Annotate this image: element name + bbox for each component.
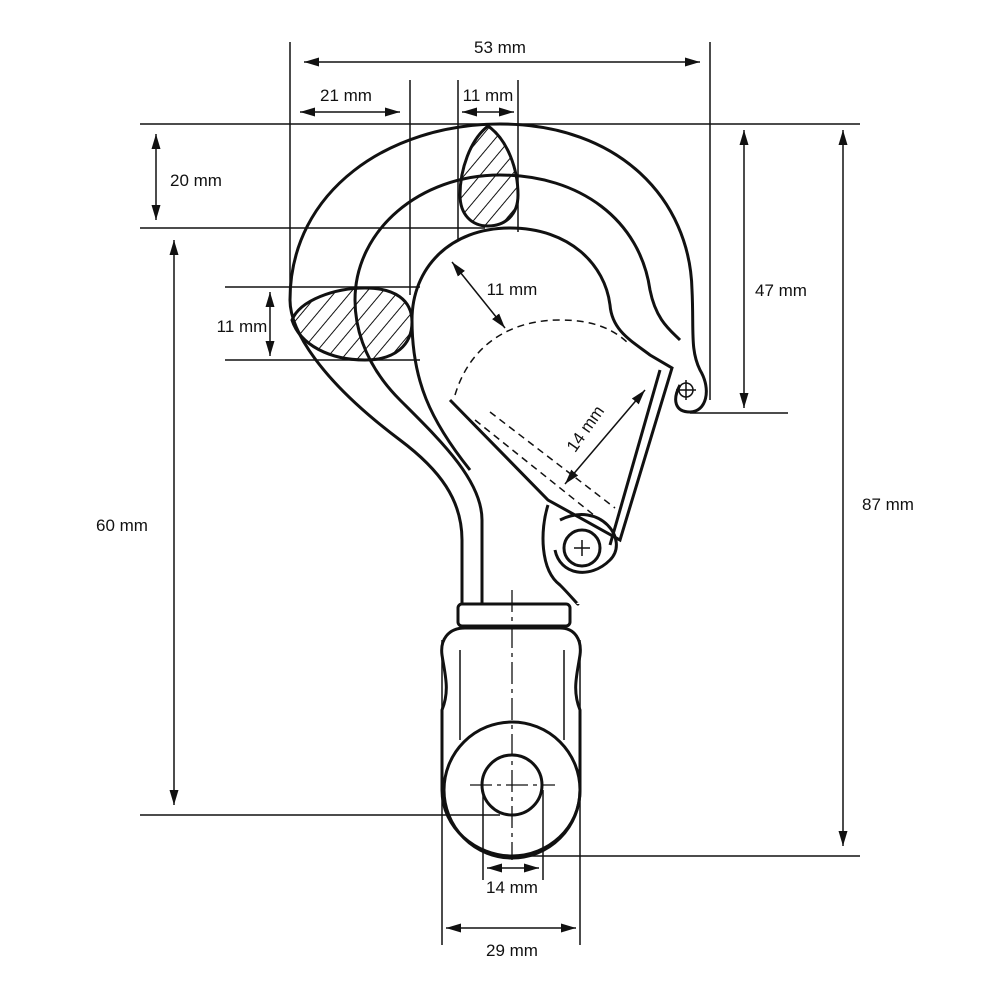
label-gate-opening: 14 mm <box>563 402 608 455</box>
dimension-arrows <box>151 57 848 933</box>
label-gate-height: 47 mm <box>755 281 807 300</box>
label-eye-width: 29 mm <box>486 941 538 960</box>
label-side-section-height: 11 mm <box>217 317 268 336</box>
label-inner-height: 60 mm <box>96 516 148 535</box>
top-cross-section <box>458 124 520 228</box>
label-top-section-width: 11 mm <box>463 86 514 105</box>
swivel-eye <box>440 590 582 860</box>
label-overall-height: 87 mm <box>862 495 914 514</box>
hook-body <box>288 122 708 606</box>
label-top-section-height: 20 mm <box>170 171 222 190</box>
side-cross-section <box>290 286 414 362</box>
label-hook-left-offset: 21 mm <box>320 86 372 105</box>
label-inner-throat: 11 mm <box>487 280 538 299</box>
label-eye-diameter: 14 mm <box>486 878 538 897</box>
label-overall-width: 53 mm <box>474 38 526 57</box>
